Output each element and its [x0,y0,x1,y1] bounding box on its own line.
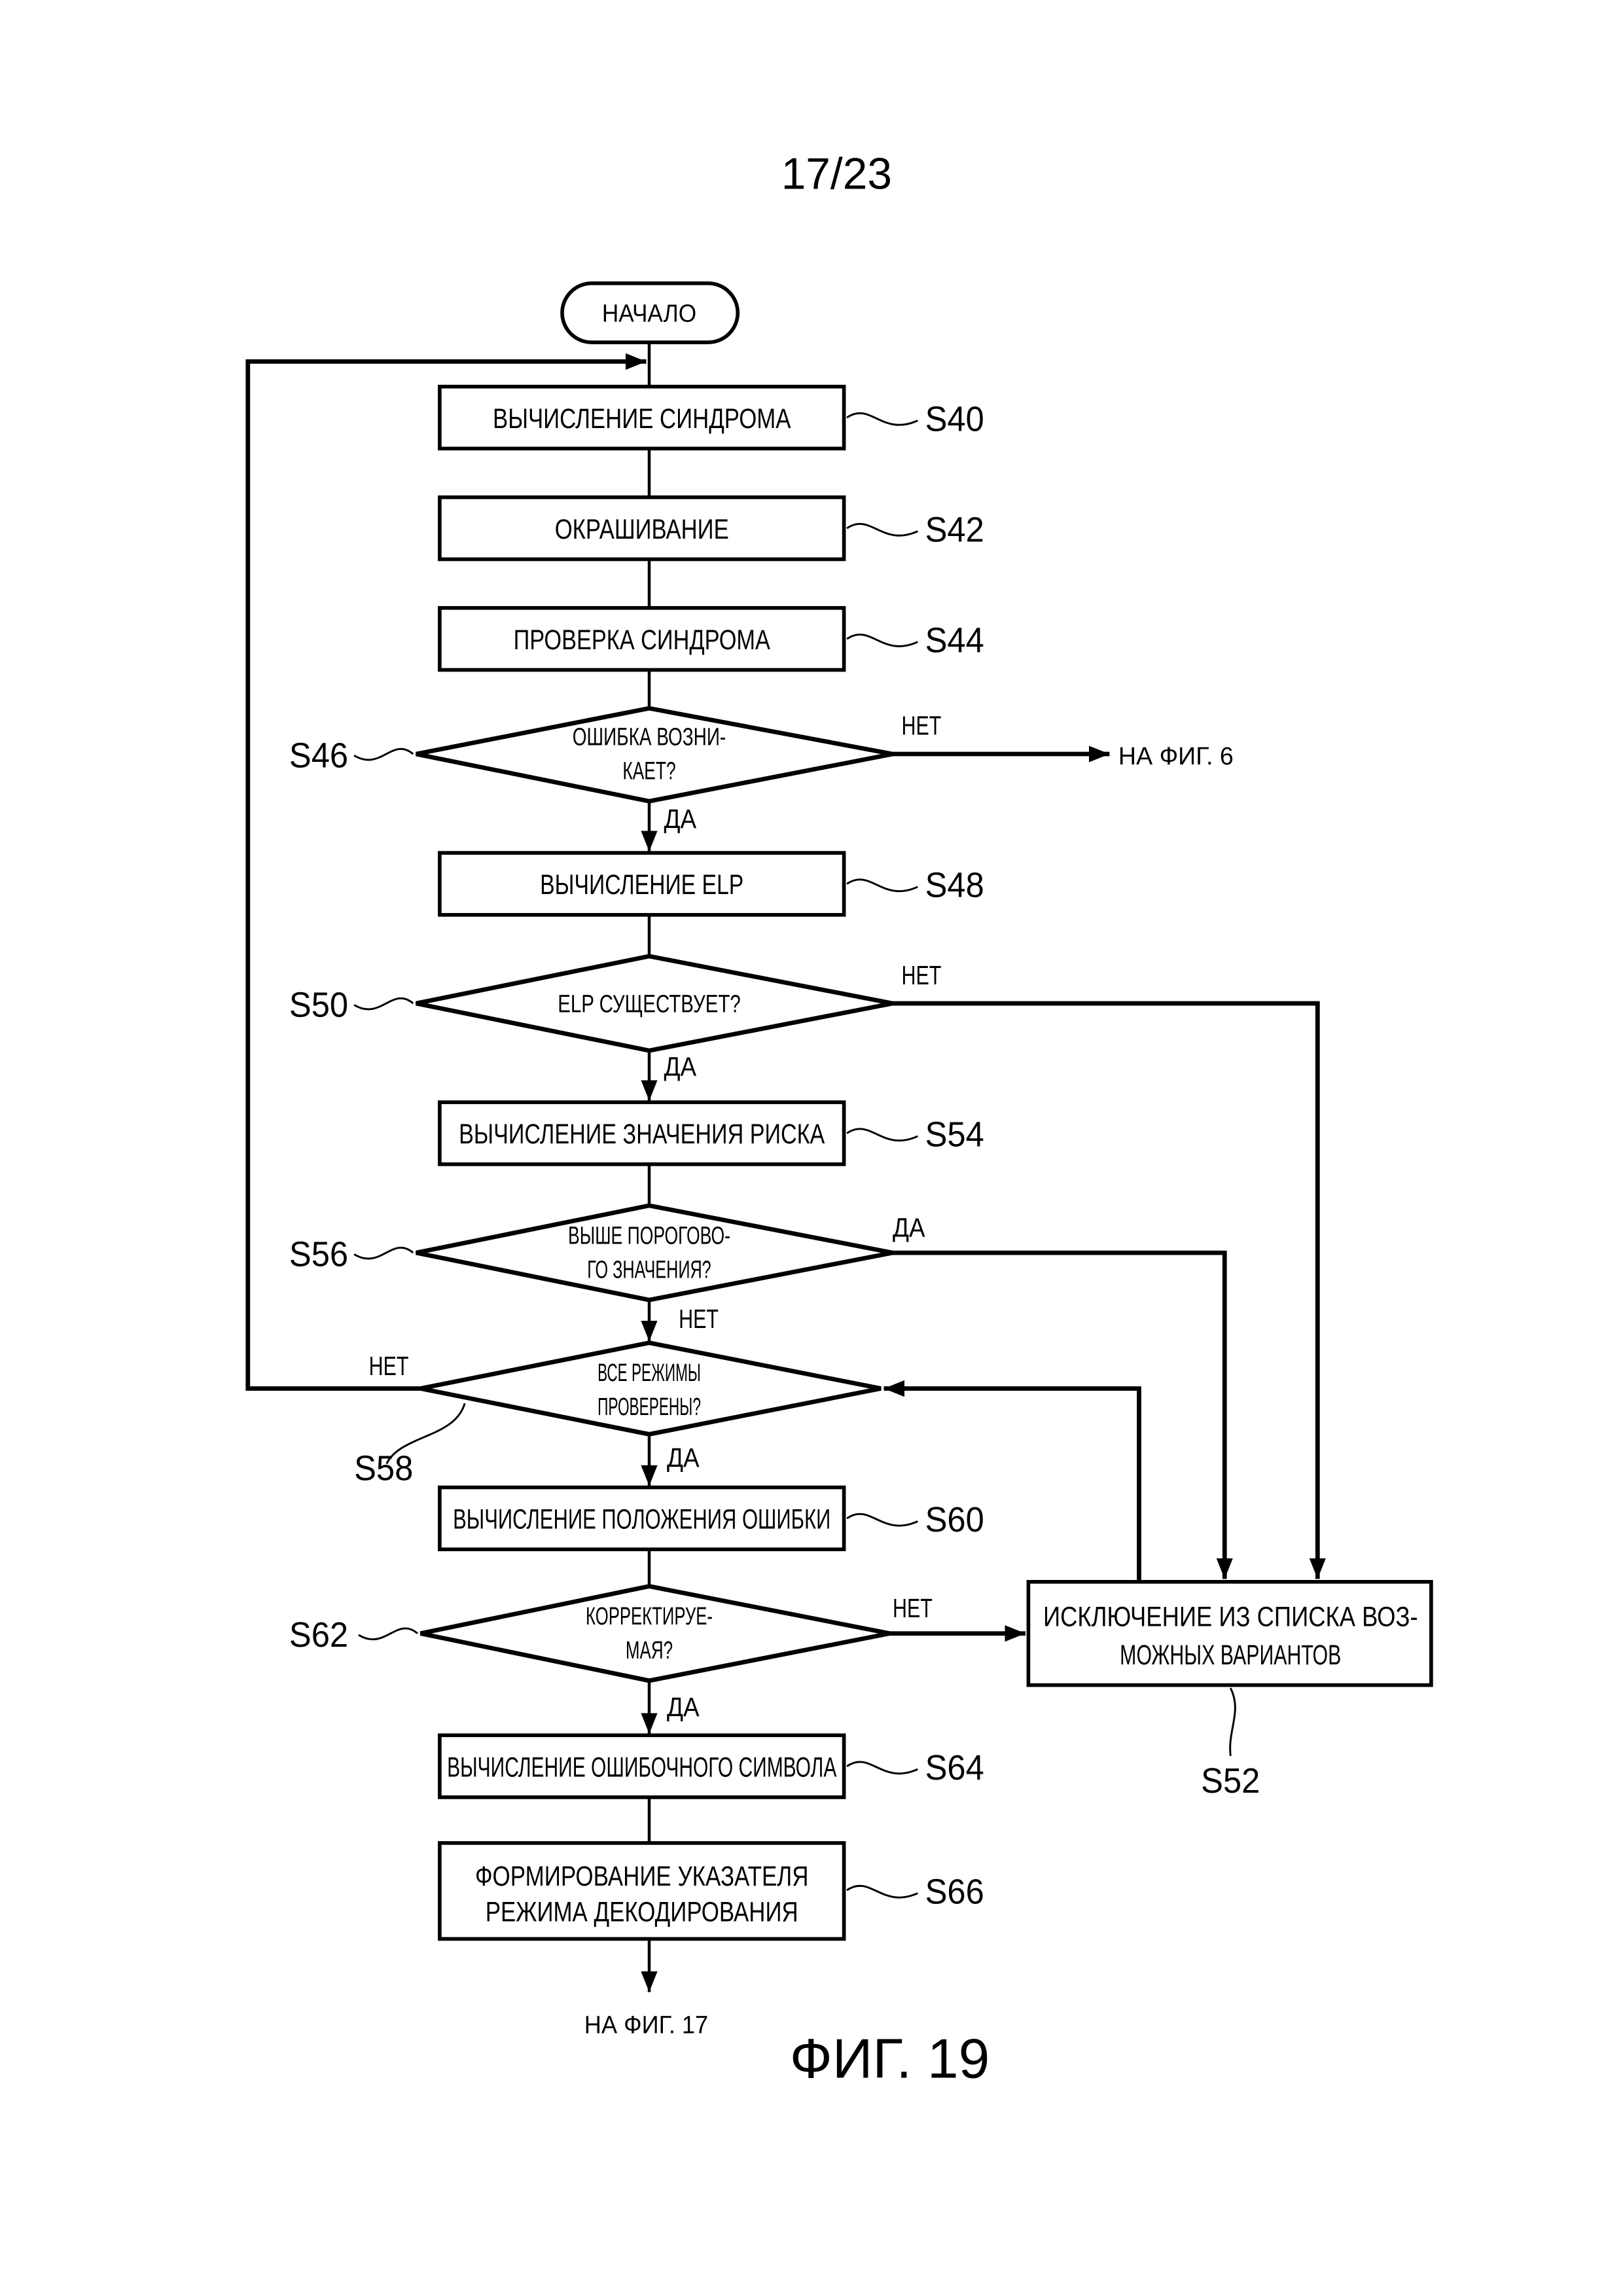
step-s64-id: S64 [925,1748,984,1787]
decision-s58-line2: ПРОВЕРЕНЫ? [597,1393,701,1421]
decision-s56-line1: ВЫШЕ ПОРОГОВО- [568,1222,730,1250]
page-number: 17/23 [781,150,892,199]
step-s60: ВЫЧИСЛЕНИЕ ПОЛОЖЕНИЯ ОШИБКИ S60 [440,1488,984,1550]
step-s40-text: ВЫЧИСЛЕНИЕ СИНДРОМА [493,403,791,435]
decision-s50-text: ELP СУЩЕСТВУЕТ? [558,990,741,1018]
step-s60-id: S60 [925,1500,984,1539]
step-s52-line2: МОЖНЫХ ВАРИАНТОВ [1120,1640,1341,1671]
start-terminal: НАЧАЛО [562,283,738,342]
decision-s56-yes-label: ДА [893,1212,925,1242]
step-s66-line2: РЕЖИМА ДЕКОДИРОВАНИЯ [486,1896,798,1928]
decision-s62-yes-label: ДА [667,1692,700,1722]
decision-s46-line1: ОШИБКА ВОЗНИ- [573,723,726,751]
step-s66-line1: ФОРМИРОВАНИЕ УКАЗАТЕЛЯ [475,1861,809,1892]
step-s54-id: S54 [925,1115,984,1155]
decision-s46: ОШИБКА ВОЗНИ- КАЕТ? S46 НЕТ ДА НА ФИГ. 6 [289,708,1234,834]
decision-s46-line2: КАЕТ? [622,757,675,785]
step-s52: ИСКЛЮЧЕНИЕ ИЗ СПИСКА ВОЗ- МОЖНЫХ ВАРИАНТ… [1028,1582,1431,1801]
decision-s50-no-label: НЕТ [902,960,942,990]
decision-s50-yes-label: ДА [664,1052,697,1082]
decision-s58: ВСЕ РЕЖИМЫ ПРОВЕРЕНЫ? S58 НЕТ ДА [354,1343,881,1488]
figure-caption: ФИГ. 19 [790,2027,990,2090]
decision-s46-no-label: НЕТ [902,711,942,741]
step-s40-id: S40 [925,399,984,439]
step-s64: ВЫЧИСЛЕНИЕ ОШИБОЧНОГО СИМВОЛА S64 [440,1735,984,1797]
step-s44: ПРОВЕРКА СИНДРОМА S44 [440,608,984,670]
step-s66-id: S66 [925,1872,984,1911]
step-s48-text: ВЫЧИСЛЕНИЕ ELP [540,869,743,901]
decision-s58-line1: ВСЕ РЕЖИМЫ [597,1359,701,1387]
decision-s58-id: S58 [354,1448,413,1488]
step-s52-line1: ИСКЛЮЧЕНИЕ ИЗ СПИСКА ВОЗ- [1043,1601,1418,1632]
step-s42-text: ОКРАШИВАНИЕ [555,514,729,545]
step-s44-id: S44 [925,620,984,660]
decision-s46-yes-label: ДА [664,804,697,834]
step-s48-id: S48 [925,866,984,905]
connector-to-fig6: НА ФИГ. 6 [1118,742,1234,770]
step-s54: ВЫЧИСЛЕНИЕ ЗНАЧЕНИЯ РИСКА S54 [440,1102,984,1164]
decision-s62: КОРРЕКТИРУЕ- МАЯ? S62 НЕТ ДА [289,1587,1026,1722]
step-s54-text: ВЫЧИСЛЕНИЕ ЗНАЧЕНИЯ РИСКА [459,1119,825,1150]
decision-s62-line1: КОРРЕКТИРУЕ- [586,1602,713,1630]
connector-to-fig17: НА ФИГ. 17 [584,2011,708,2039]
decision-s56-line2: ГО ЗНАЧЕНИЯ? [587,1255,711,1283]
step-s44-text: ПРОВЕРКА СИНДРОМА [514,624,771,656]
decision-s62-id: S62 [289,1615,348,1655]
decision-s62-line2: МАЯ? [626,1636,673,1664]
start-label: НАЧАЛО [602,299,696,327]
step-s52-id: S52 [1201,1761,1260,1801]
decision-s50-id: S50 [289,985,348,1024]
step-s42: ОКРАШИВАНИЕ S42 [440,497,984,560]
decision-s58-yes-label: ДА [667,1443,700,1473]
decision-s58-no-label: НЕТ [369,1351,409,1381]
step-s42-id: S42 [925,510,984,549]
step-s66: ФОРМИРОВАНИЕ УКАЗАТЕЛЯ РЕЖИМА ДЕКОДИРОВА… [440,1843,984,1939]
step-s60-text: ВЫЧИСЛЕНИЕ ПОЛОЖЕНИЯ ОШИБКИ [453,1504,830,1535]
decision-s56-no-label: НЕТ [679,1304,719,1334]
step-s64-text: ВЫЧИСЛЕНИЕ ОШИБОЧНОГО СИМВОЛА [447,1751,836,1783]
step-s40: ВЫЧИСЛЕНИЕ СИНДРОМА S40 [440,387,984,449]
decision-s56-id: S56 [289,1234,348,1274]
decision-s62-no-label: НЕТ [893,1593,933,1623]
step-s48: ВЫЧИСЛЕНИЕ ELP S48 [440,853,984,915]
decision-s46-id: S46 [289,736,348,775]
s52-return-line [883,1388,1139,1581]
